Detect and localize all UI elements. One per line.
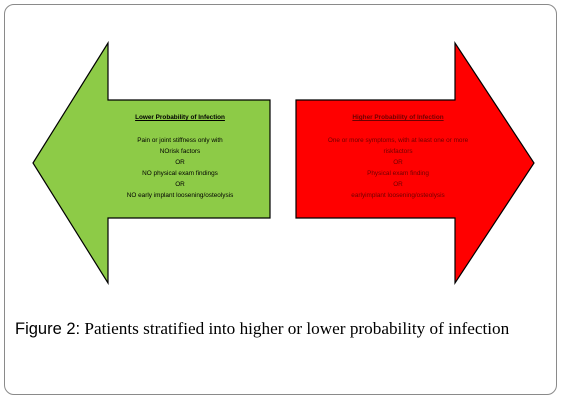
- figure-caption-text: Patients stratified into higher or lower…: [84, 319, 510, 338]
- higher-criteria-line: One or more symptoms, with at least one …: [327, 137, 469, 144]
- higher-probability-arrow: [295, 40, 535, 286]
- higher-criteria-line: earlyimplant loosening/osteolysis: [351, 192, 445, 199]
- lower-criteria-line: OR: [175, 159, 185, 166]
- lower-probability-arrow: [32, 40, 271, 286]
- lower-probability-text: Lower Probability of Infection Pain or j…: [95, 112, 265, 201]
- lower-probability-heading: Lower Probability of Infection: [135, 114, 225, 121]
- higher-criteria-line: Physical exam finding: [367, 170, 429, 177]
- lower-criteria-line: Pain or joint stiffness only with: [137, 137, 223, 144]
- figure-label: Figure 2:: [15, 320, 81, 338]
- higher-criteria-line: OR: [393, 159, 403, 166]
- lower-criteria-line: NOrisk factors: [159, 148, 201, 155]
- higher-criteria-line: OR: [393, 181, 403, 188]
- higher-probability-text: Higher Probability of Infection One or m…: [298, 112, 498, 201]
- higher-probability-heading: Higher Probability of Infection: [352, 114, 444, 121]
- higher-criteria-line: riskfactors: [383, 148, 413, 155]
- lower-criteria-line: OR: [175, 181, 185, 188]
- figure-caption: Figure 2: Patients stratified into highe…: [15, 318, 550, 340]
- lower-criteria-line: NO early implant loosening/osteolysis: [126, 192, 234, 199]
- lower-criteria-line: NO physical exam findings: [142, 170, 218, 177]
